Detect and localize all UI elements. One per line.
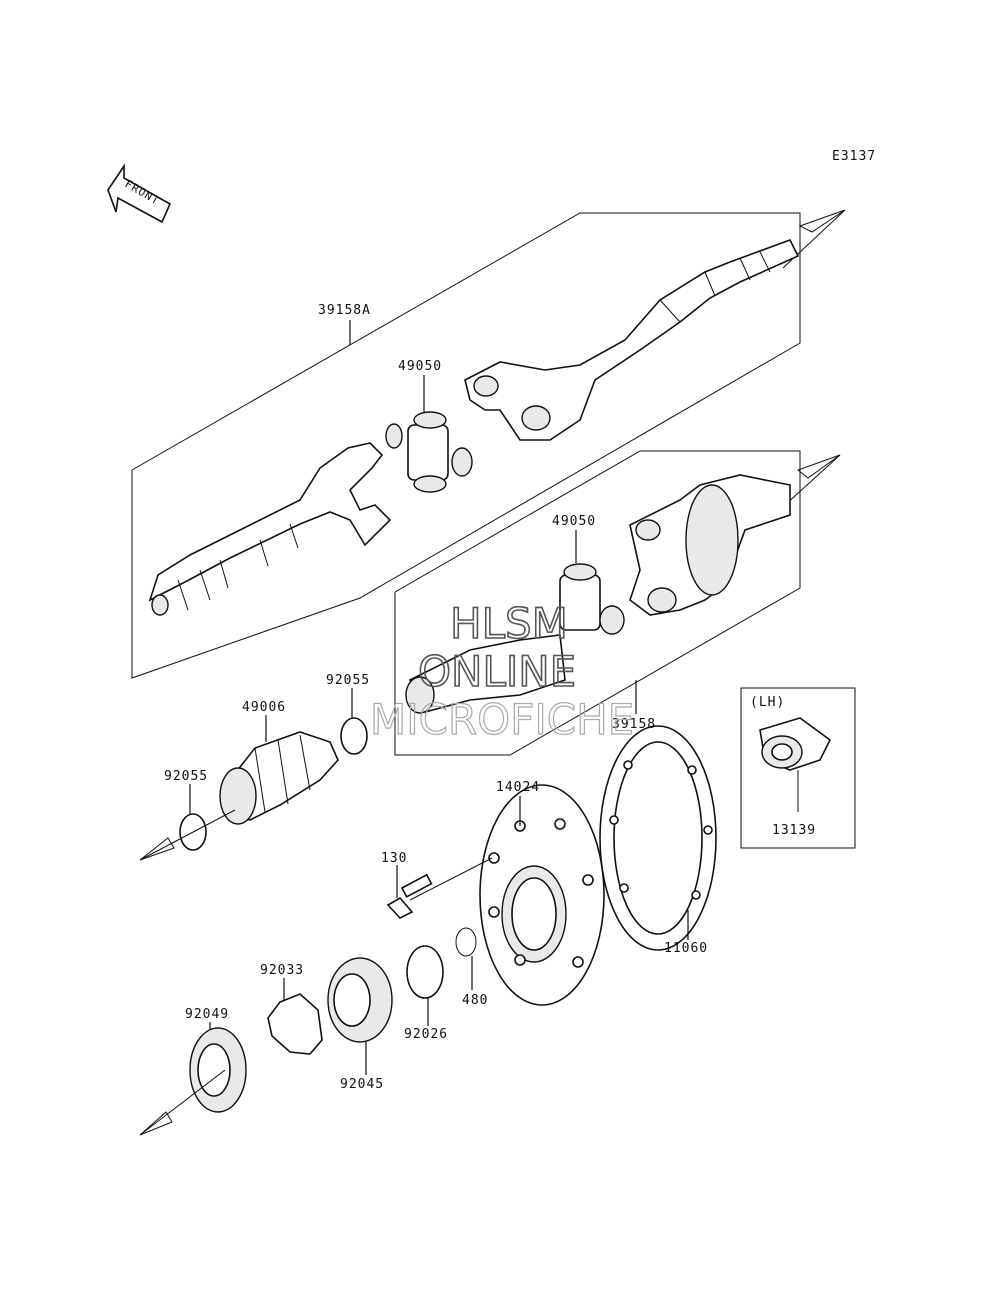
label-13139: 13139 xyxy=(772,823,816,838)
cv-boot xyxy=(219,731,339,825)
front-arrow-icon: FRONT xyxy=(107,163,172,224)
lh-inset-box: (LH) xyxy=(740,687,856,849)
label-14024: 14024 xyxy=(496,780,540,795)
label-92055-upper: 92055 xyxy=(326,673,370,688)
lower-drive-shaft xyxy=(405,474,791,714)
snap-ring xyxy=(267,993,323,1055)
watermark-line-3: MICROFICHE xyxy=(370,695,634,744)
universal-joint-upper xyxy=(385,411,473,493)
gasket xyxy=(599,725,717,951)
upper-axle-shaft xyxy=(148,442,392,616)
label-49050-upper: 49050 xyxy=(398,359,442,374)
watermark: HLSM ONLINE MICROFICHE xyxy=(369,598,634,744)
circlip xyxy=(455,927,477,957)
diagram-code: E3137 xyxy=(832,149,876,164)
watermark-line-2: ONLINE xyxy=(418,647,576,696)
label-49006: 49006 xyxy=(242,700,286,715)
label-92049: 92049 xyxy=(185,1007,229,1022)
assembly-axis-lines xyxy=(139,809,493,1136)
lh-label: (LH) xyxy=(750,695,785,710)
oil-seal xyxy=(189,1027,247,1113)
bearing-housing xyxy=(479,784,605,1006)
frame-39158 xyxy=(394,450,841,756)
leader-lines xyxy=(189,320,689,1075)
label-39158: 39158 xyxy=(612,717,656,732)
shim-ring xyxy=(406,945,444,999)
bolt xyxy=(386,873,433,919)
label-92033: 92033 xyxy=(260,963,304,978)
ball-bearing xyxy=(327,957,393,1043)
label-49050-lower: 49050 xyxy=(552,514,596,529)
label-11060: 11060 xyxy=(664,941,708,956)
o-ring-upper xyxy=(340,717,368,755)
label-480: 480 xyxy=(462,993,488,1008)
label-92026: 92026 xyxy=(404,1027,448,1042)
upper-drive-shaft xyxy=(464,239,800,441)
label-92055-lower: 92055 xyxy=(164,769,208,784)
label-39158A: 39158A xyxy=(318,303,371,318)
watermark-line-1: HLSM xyxy=(450,599,568,648)
label-92045: 92045 xyxy=(340,1077,384,1092)
label-130: 130 xyxy=(381,851,407,866)
